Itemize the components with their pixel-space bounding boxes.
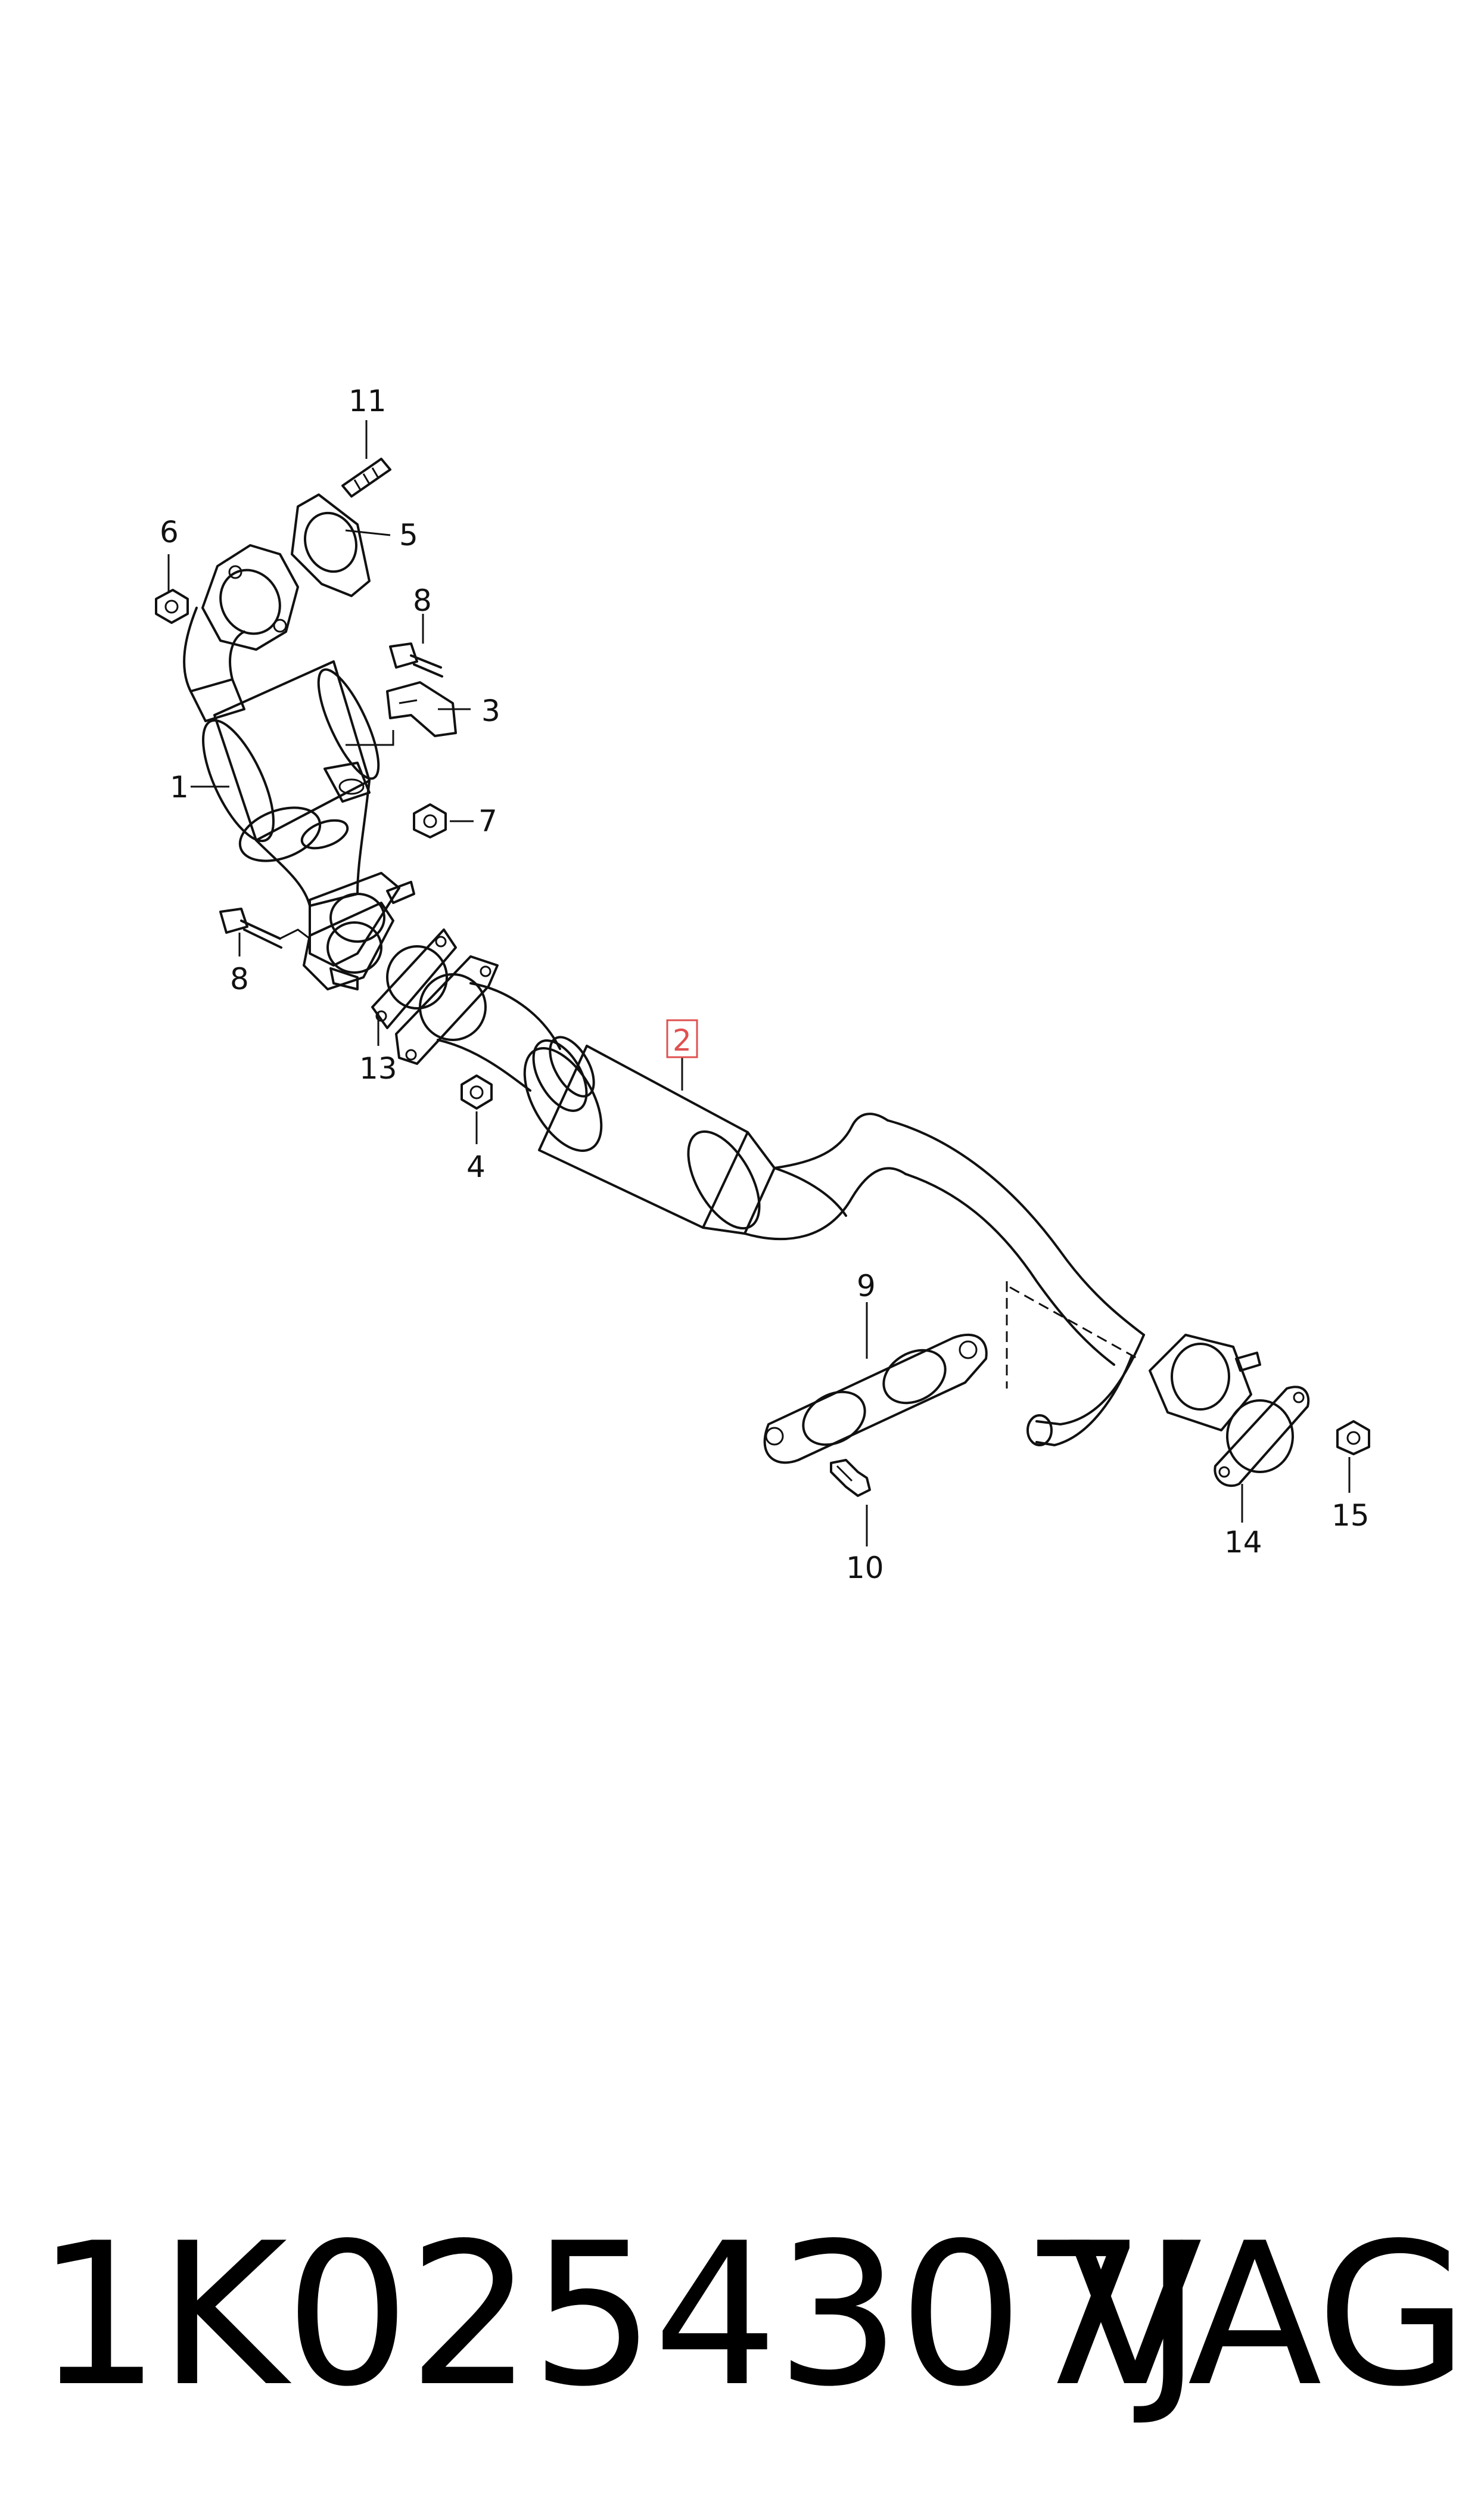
callout-15: 15	[1331, 1498, 1370, 1533]
bolt-8-upper	[389, 642, 443, 678]
part-number: 1K0254307J	[36, 2201, 1202, 2430]
gasket-13	[371, 928, 457, 1029]
nut-4	[461, 1074, 493, 1110]
bracket-3	[386, 681, 457, 737]
nut-6	[155, 589, 189, 624]
callout-1: 1	[170, 770, 189, 805]
callout-13: 13	[359, 1051, 397, 1086]
callout-8-lower: 8	[230, 962, 249, 996]
nut-7	[413, 803, 447, 838]
front-flange	[303, 881, 415, 990]
callout-4: 4	[466, 1150, 486, 1184]
gasket-upper	[291, 493, 371, 597]
callout-5: 5	[399, 518, 418, 552]
callout-9: 9	[857, 1269, 876, 1303]
callout-labels: 11 5 6 8 3 1 7 8 13 4 2 9 10 14 15	[160, 384, 1370, 1585]
catalytic-converter	[183, 544, 400, 967]
front-pipe	[395, 955, 1261, 1446]
bracket-9	[763, 1334, 988, 1464]
callout-6: 6	[160, 515, 179, 549]
bolt-10	[830, 1459, 871, 1497]
gasket-14	[1214, 1386, 1310, 1487]
callout-7: 7	[478, 804, 497, 838]
nut-15	[1336, 1420, 1370, 1455]
exhaust-parts-diagram: 11 5 6 8 3 1 7 8 13 4 2 9 10 14 15	[155, 384, 1370, 1585]
callout-14: 14	[1224, 1525, 1262, 1560]
stud-upper	[341, 458, 391, 498]
callout-11: 11	[349, 384, 387, 418]
brand-label: VAG	[1068, 2201, 1469, 2430]
callout-10: 10	[846, 1551, 884, 1585]
bolt-8-lower	[219, 908, 282, 949]
leader-lines	[167, 420, 1351, 1546]
callout-3: 3	[481, 694, 500, 728]
highlight-box	[666, 1019, 698, 1058]
callout-2: 2	[673, 1023, 692, 1058]
callout-8-upper: 8	[413, 583, 432, 618]
